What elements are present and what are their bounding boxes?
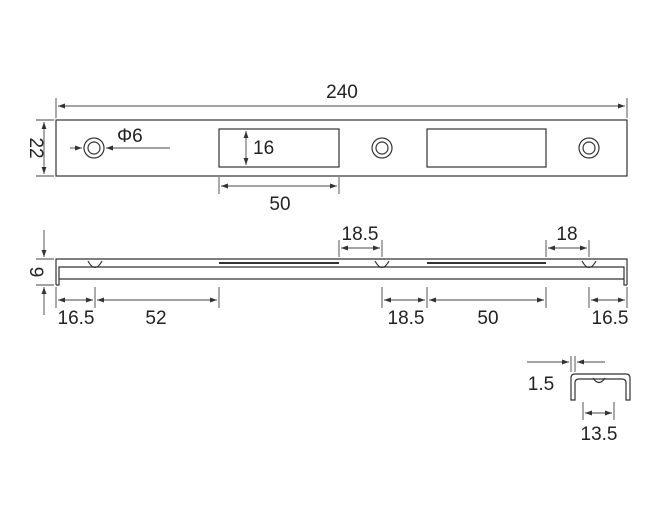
thickness-label: 1.5 [528,374,554,395]
side-hole-right [581,260,597,269]
diameter-label: Φ6 [117,126,143,147]
dim-slot2-width-label: 50 [477,308,498,329]
hole-middle [371,137,393,159]
side-view: 9 16.5 52 18.5 50 16.5 18.5 18 [25,224,628,329]
side-hole-left [87,260,103,269]
dim-hole-slot2-label: 18.5 [388,308,425,329]
hole-left [83,137,105,159]
slot-left [218,128,340,168]
length-dimension-label: 240 [326,82,358,103]
side-hole-middle [374,260,390,269]
depth-label: 9 [25,267,46,278]
end-hole-notch [592,377,606,384]
slot-height-label: 16 [253,138,274,159]
dim-slot-hole-right-label: 18 [556,224,577,245]
slot-right [426,128,547,168]
end-profile [570,373,631,401]
hole-right [578,137,600,159]
dim-right-hole-edge-label: 16.5 [592,308,629,329]
inner-width-label: 13.5 [581,424,618,445]
slot-width-label: 50 [269,194,290,215]
dim-hole-slot-label: 52 [145,308,166,329]
top-view: 240 22 Φ6 16 50 [25,82,628,215]
end-view: 1.5 13.5 [527,356,631,445]
dim-slot-hole-label: 18.5 [342,224,379,245]
height-dimension-label: 22 [25,137,46,158]
dim-left-edge-hole-label: 16.5 [58,308,95,329]
channel-profile [55,258,628,286]
